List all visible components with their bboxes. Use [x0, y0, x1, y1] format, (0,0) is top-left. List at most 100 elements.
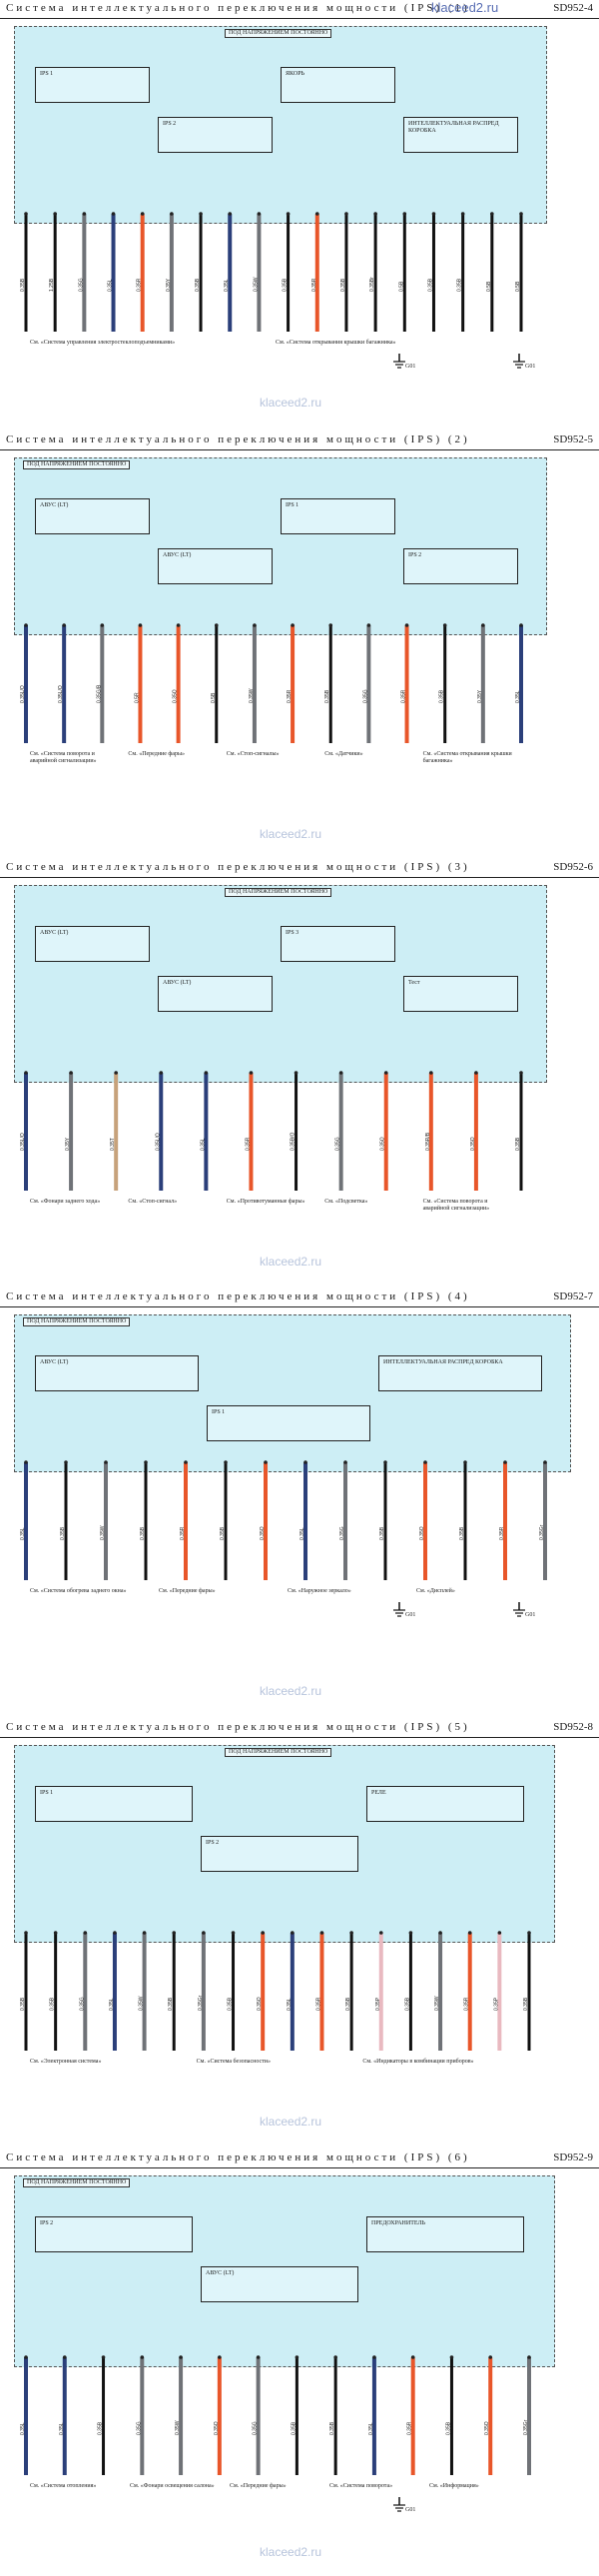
- pin-dot: [527, 1931, 531, 1935]
- pin-dot: [264, 1460, 268, 1464]
- pin-dot: [519, 623, 523, 627]
- pin-dot: [295, 2355, 300, 2359]
- pin-dot: [24, 1931, 28, 1935]
- pin-dot: [53, 212, 57, 216]
- module-box: АВУС (LT): [35, 498, 150, 534]
- wire-gauge-label: 0.5R: [134, 692, 140, 703]
- pin-dot: [314, 212, 319, 216]
- wire-gauge-label: 0.35P: [375, 1997, 381, 2011]
- pin-dot: [349, 1931, 353, 1935]
- pin-dot: [218, 2355, 222, 2359]
- pin-dot: [373, 212, 377, 216]
- wire-gauge-label: 0.35O: [214, 2421, 220, 2435]
- sheet-code: SD952-4: [553, 2, 593, 14]
- wire-gauge-label: 0.35R: [401, 689, 407, 703]
- wire-gauge-label: 0.35B: [445, 2421, 451, 2435]
- pin-dot: [114, 1071, 118, 1075]
- wire-gauge-label: 0.5B: [515, 281, 521, 292]
- wire-gauge-label: 0.35O: [257, 1997, 263, 2011]
- sheet-header: Система интеллектуального переключения м…: [0, 859, 599, 878]
- module-box: IPS 1: [35, 1786, 193, 1822]
- wire-gauge-label: 0.35L: [287, 1998, 293, 2011]
- wire-gauge-label: 0.35R: [311, 278, 317, 292]
- sheet-title: Система интеллектуального переключения м…: [6, 861, 470, 873]
- pin-dot: [62, 2355, 67, 2359]
- pin-dot: [372, 2355, 376, 2359]
- pin-dot: [497, 1931, 502, 1935]
- pin-dot: [343, 1460, 347, 1464]
- wire-gauge-label: 0.35B: [379, 1526, 385, 1540]
- module-label: IPS 1: [286, 502, 300, 508]
- wire-gauge-label: 0.35R/B: [425, 1132, 431, 1151]
- sheet-header: Система интеллектуального переключения м…: [0, 1288, 599, 1307]
- pin-dot: [338, 1071, 343, 1075]
- pin-dot: [144, 1460, 148, 1464]
- watermark-text: klaceed2.ru: [260, 2545, 322, 2559]
- power-label: ПОД НАПРЯЖЕНИЕМ ПОСТОЯННО: [225, 1748, 332, 1757]
- wire-gauge-label: 0.35R: [180, 1526, 186, 1540]
- reference-note: См. «Система открывания крышки багажника…: [276, 340, 396, 346]
- schematic-sheet: Система интеллектуального переключения м…: [0, 1719, 599, 2145]
- pin-dot: [449, 2355, 454, 2359]
- wire-gauge-label: 0.35R: [407, 2421, 413, 2435]
- wire-gauge-label: 0.35O: [470, 1137, 476, 1151]
- wire-gauge-label: 0.35B: [60, 1526, 66, 1540]
- wire-gauge-label: 0.35B: [20, 1997, 26, 2011]
- ground-label: G01: [405, 1612, 416, 1618]
- module-box: АВУС (LT): [35, 926, 150, 962]
- pin-dot: [402, 212, 407, 216]
- wire-gauge-label: 0.35R: [137, 278, 143, 292]
- module-label: ПРЕДОХРАНИТЕЛЬ: [371, 2220, 425, 2226]
- module-box: IPS 2: [158, 117, 273, 153]
- module-label: IPS 2: [163, 121, 177, 127]
- wire-gauge-label: 0.35R: [499, 1526, 505, 1540]
- pin-dot: [519, 212, 523, 216]
- schematic-sheet: Система интеллектуального переключения м…: [0, 859, 599, 1285]
- wire-gauge-label: 0.35R: [464, 1997, 470, 2011]
- wire-gauge-label: 0.35L: [300, 1527, 305, 1540]
- pin-dot: [408, 1931, 413, 1935]
- schematic-sheet: Система интеллектуального переключения м…: [0, 0, 599, 426]
- wire-gauge-label: 0.35L/O: [20, 685, 26, 703]
- pin-dot: [519, 1071, 523, 1075]
- wire-gauge-label: 0.35L: [200, 1138, 206, 1151]
- reference-note: См. «Система отопления»: [30, 2483, 97, 2489]
- power-label: ПОД НАПРЯЖЕНИЕМ ПОСТОЯННО: [225, 888, 332, 897]
- watermark-text: klaceed2.ru: [260, 827, 322, 841]
- wire-gauge-label: 0.35B: [427, 278, 433, 292]
- wire-gauge-label: 0.35B: [140, 1526, 146, 1540]
- reference-note: См. «Противотуманные фары»: [226, 1199, 305, 1205]
- pin-dot: [303, 1460, 307, 1464]
- pin-dot: [24, 212, 28, 216]
- wire-gauge-label: 0.35L/O: [58, 685, 64, 703]
- wire-gauge-label: 0.35B: [168, 1997, 174, 2011]
- sheet-code: SD952-9: [553, 2151, 593, 2163]
- wire-gauge-label: 0.35R: [315, 1997, 321, 2011]
- pin-dot: [378, 1931, 383, 1935]
- reference-note: См. «Стоп-сигнал»: [128, 1199, 178, 1205]
- pin-dot: [460, 212, 465, 216]
- reference-note: См. «Фонари заднего хода»: [30, 1199, 101, 1205]
- sheet-code: SD952-7: [553, 1290, 593, 1302]
- pin-dot: [344, 212, 348, 216]
- wire-gauge-label: 0.35B: [324, 689, 330, 703]
- module-label: ИНТЕЛЛЕКТУАЛЬНАЯ РАСПРЕД КОРОБКА: [383, 1359, 503, 1365]
- pin-dot: [159, 1071, 164, 1075]
- pin-dot: [256, 2355, 261, 2359]
- wire-gauge-label: 0.35B: [50, 1997, 56, 2011]
- module-label: IPS 3: [286, 930, 300, 936]
- wire-gauge-label: 0.35B: [340, 278, 346, 292]
- pin-dot: [53, 1931, 58, 1935]
- wire-gauge-label: 0.35W: [249, 688, 255, 703]
- wire-gauge-label: 0.35Gr: [198, 1995, 204, 2011]
- wire-gauge-label: 0.35R: [245, 1137, 251, 1151]
- pin-dot: [328, 623, 333, 627]
- module-box: ЯКОРЬ: [281, 67, 395, 103]
- wire-gauge-label: 0.35B: [523, 1997, 529, 2011]
- reference-note: См. «Система поворота и аварийной сигнал…: [422, 1199, 490, 1212]
- pin-dot: [474, 1071, 478, 1075]
- pin-dot: [383, 1460, 387, 1464]
